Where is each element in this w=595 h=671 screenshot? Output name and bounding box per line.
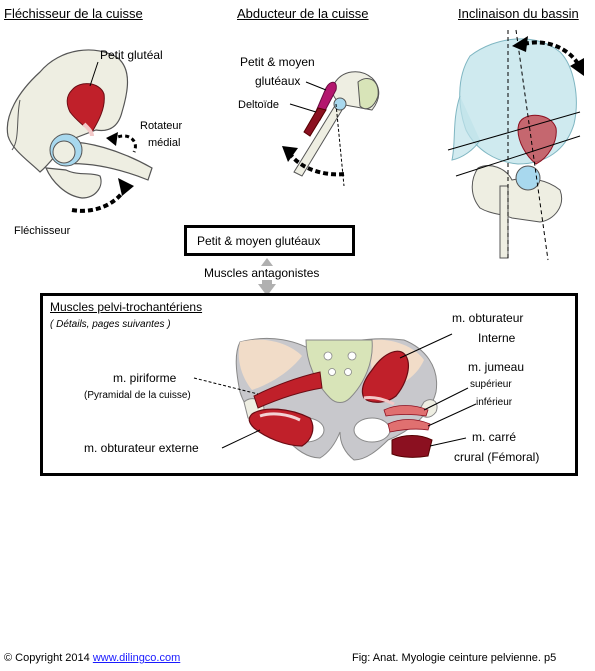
piriformis-alt-label: (Pyramidal de la cuisse) (84, 390, 191, 401)
tilt-hip-line (447, 111, 581, 151)
obturator-internus-leader (399, 333, 453, 359)
gemellus-label: m. jumeau (468, 360, 525, 374)
tilt-femoral-head (515, 165, 541, 191)
abductor-panel-title: Abducteur de la cuisse (237, 6, 369, 21)
abductor-sacrum (357, 78, 379, 110)
gemellus-superior-leader (423, 387, 469, 411)
gemellus-superior-muscle (383, 405, 429, 417)
tilt-oblique-axis (515, 29, 549, 261)
femur-shaft (59, 141, 153, 181)
flexor-panel-title: Fléchisseur de la cuisse (4, 6, 143, 21)
obturator-internus-tendon (363, 396, 395, 406)
gemellus-inferior-label: inférieur (476, 397, 513, 408)
quadratus-femoris-leader (429, 437, 467, 447)
piriformis-leader (193, 377, 259, 395)
gluteus-minimus-label: Petit glutéal (100, 48, 163, 62)
obturator-internus-label-line1: m. obturateur (452, 311, 524, 325)
sacral-foramen-2 (347, 351, 357, 361)
quadratus-femoris-label-line2: crural (Fémoral) (454, 450, 540, 464)
tilt-arrow (523, 40, 580, 66)
tilt-lower-pelvis (471, 165, 562, 223)
gemellus-inferior-muscle (387, 419, 431, 433)
deltoid-label: Deltoïde (238, 99, 279, 111)
website-link[interactable]: www.dilingco.com (92, 652, 181, 664)
gemellus-inferior-leader (427, 403, 477, 427)
copyright-symbol: © (4, 652, 13, 664)
abduction-arrow (288, 152, 345, 177)
abductor-muscle-label-line1: Petit & moyen (240, 55, 315, 69)
flexor-label: Fléchisseur (14, 225, 71, 237)
obturator-externus-leader (221, 429, 261, 449)
quadratus-femoris-muscle (391, 435, 433, 458)
femoral-head (52, 140, 76, 164)
obturator-internus-muscle (361, 350, 409, 403)
sacral-foramen-4 (344, 368, 352, 376)
flexor-arrowhead (118, 178, 134, 196)
rotator-label-line1: Rotateur (140, 120, 183, 132)
gluteal-antagonist-box-label: Petit & moyen glutéaux (197, 234, 321, 248)
copyright-text: Copyright 2014 (15, 652, 90, 664)
gluteal-antagonist-box: Petit & moyen glutéaux (184, 225, 355, 256)
antagonist-label: Muscles antagonistes (203, 266, 321, 280)
sacral-foramen-1 (323, 351, 333, 361)
obturator-externus-label: m. obturateur externe (84, 441, 199, 455)
figure-caption: Fig: Anat. Myologie ceinture pelvienne. … (352, 652, 557, 664)
antagonist-arrow-down (258, 284, 276, 296)
rotator-label-line2: médial (148, 137, 181, 149)
tilt-translucent-wing (451, 95, 481, 161)
abductor-deltoid-muscle (303, 107, 327, 137)
gluteus-minimus-tendon (82, 122, 94, 137)
pelvis-tilt-panel-title: Inclinaison du bassin (458, 6, 579, 21)
ischium-bone (45, 167, 102, 199)
footer-copyright: © Copyright 2014 www.dilingco.com (4, 652, 180, 664)
obturator-externus-highlight (259, 412, 301, 422)
piriformis-label: m. piriforme (113, 371, 177, 385)
pelvi-trochanteric-title: Muscles pelvi-trochantériens (50, 300, 203, 314)
abduction-arrowhead (282, 146, 298, 162)
abductor-gluteal-leader (305, 81, 327, 91)
pelvi-trochanteric-subtitle: ( Détails, pages suivantes ) (50, 319, 171, 330)
obturator-foramen-right (353, 417, 391, 443)
obturator-internus-label-line2: Interne (478, 331, 516, 345)
piriformis-muscle (253, 371, 323, 409)
abductor-deltoid-leader (289, 103, 317, 113)
sacral-foramen-3 (328, 368, 336, 376)
ilium-wing-edge (11, 99, 21, 151)
ilium-bone (6, 49, 129, 173)
medial-rotator-arrowhead (106, 132, 118, 146)
tilt-hip-line-2 (455, 135, 581, 177)
quadratus-femoris-label-line1: m. carré (472, 430, 517, 444)
tilt-arrowhead-left (512, 36, 528, 52)
abductor-vertical-reference (335, 103, 345, 187)
gluteus-minimus-leader (89, 61, 99, 87)
abductor-muscle-label-line2: glutéaux (255, 74, 301, 88)
tilt-arrowhead-right (570, 58, 584, 76)
abductor-femoral-head (333, 97, 347, 111)
iliac-crest-area (238, 339, 302, 390)
gemellus-superior-label: supérieur (470, 379, 512, 390)
